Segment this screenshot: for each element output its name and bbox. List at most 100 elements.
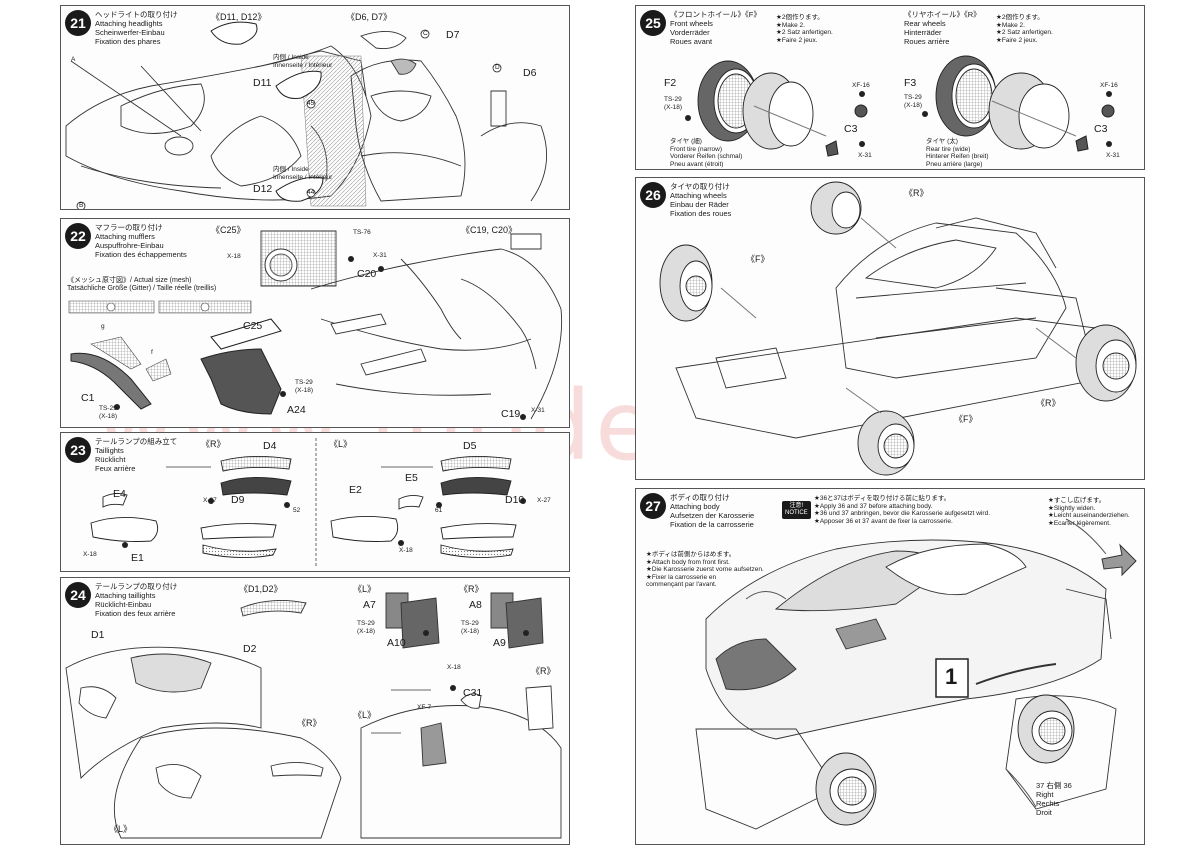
part-c3-front: C3 (844, 123, 858, 135)
paint-x27-l: X-27 (537, 497, 551, 504)
part-e5: E5 (405, 472, 418, 484)
taillight-install-drawing (61, 578, 570, 845)
paint-x31-rear: X-31 (1106, 152, 1120, 159)
side-label-l: 《L》 (329, 439, 353, 449)
part-d1: D1 (91, 629, 105, 641)
taillight-assembly-drawing (61, 433, 526, 572)
decal-61: 61 (435, 507, 443, 514)
part-d12: D12 (253, 183, 273, 195)
paint-x18-l: X-18 (399, 547, 413, 554)
step-title: ボディの取り付け Attaching body Aufsetzen der Ka… (670, 493, 755, 529)
step-number: 23 (65, 437, 91, 463)
headlight-assembly-drawing (61, 6, 570, 209)
chassis-wheels-drawing (636, 178, 1145, 480)
step-number: 21 (65, 10, 91, 36)
callout-b: B (79, 202, 84, 209)
parts-label-d1-d2: 《D1,D2》 (239, 584, 283, 594)
rear-wheels-title: 《リヤホイール》《R》 Rear wheels Hinterräder Roue… (904, 10, 981, 46)
part-c1: C1 (81, 392, 95, 404)
parts-label-d6-d7: 《D6, D7》 (346, 12, 393, 22)
step-title: テールランプの組み立て Taillights Rücklicht Feux ar… (95, 437, 178, 473)
paint-ts29-l: TS-29 (X-18) (357, 620, 376, 635)
body-attach-drawing (636, 489, 1145, 845)
step-21-panel: 21 ヘッドライトの取り付け Attaching headlights Sche… (60, 5, 570, 210)
step-title: テールランプの取り付け Attaching taillights Rücklic… (95, 582, 178, 618)
front-wheels-title: 《フロントホイール》《F》 Front wheels Vorderräder R… (670, 10, 761, 46)
step-number: 25 (640, 10, 666, 36)
part-c20: C20 (357, 268, 377, 280)
side-label-r: 《R》 (201, 439, 226, 449)
part-a8: A8 (469, 599, 482, 611)
part-a24: A24 (287, 404, 306, 416)
part-d5: D5 (463, 440, 477, 452)
part-d9: D9 (231, 494, 245, 506)
paint-ts29-left: TS-29 (X-18) (99, 405, 118, 420)
paint-x31-top: X-31 (373, 252, 387, 259)
wheel-label-r-top: 《R》 (904, 188, 929, 198)
part-d2: D2 (243, 643, 257, 655)
side-label-l-top: 《L》 (353, 584, 377, 594)
paint-ts29-right: TS-29 (X-18) (295, 379, 314, 394)
paint-x18: X-18 (227, 253, 241, 260)
step-number: 22 (65, 223, 91, 249)
part-e4: E4 (113, 488, 126, 500)
race-number: 1 (945, 664, 958, 689)
step-27-panel: 27 ボディの取り付け Attaching body Aufsetzen der… (635, 488, 1145, 845)
step-23-panel: 23 テールランプの組み立て Taillights Rücklicht Feux… (60, 432, 570, 572)
inside-note-bottom: 内側 / Inside Innenseite / Intérieur (273, 166, 333, 181)
inside-note-top: 内側 / Inside Innenseite / Intérieur (273, 54, 333, 69)
part-d7: D7 (446, 29, 460, 41)
wheel-label-f-bottom: 《F》 (954, 414, 978, 424)
paint-ts29-rear: TS-29 (X-18) (904, 94, 923, 109)
wheels-assembly-drawing (685, 6, 1145, 170)
part-c19: C19 (501, 408, 521, 420)
step-26-panel: 26 タイヤの取り付け Attaching wheels Einbau der … (635, 177, 1145, 480)
part-f2: F2 (664, 77, 677, 89)
mesh-f: f (151, 349, 153, 356)
part-e1: E1 (131, 552, 144, 564)
paint-x27-r: X-27 (203, 497, 217, 504)
mesh-size-note: 《メッシュ原寸図》/ Actual size (mesh) Tatsächlic… (67, 277, 217, 292)
front-tire-note: タイヤ (細) Front tire (narrow) Vorderer Rei… (670, 138, 743, 168)
notice-text: ★36と37はボディを取り付ける前に貼ります。 ★Apply 36 and 37… (814, 495, 991, 525)
part-a9: A9 (493, 637, 506, 649)
step-number: 24 (65, 582, 91, 608)
parts-label-d11-d12: 《D11, D12》 (211, 12, 267, 22)
part-e2: E2 (349, 484, 362, 496)
part-d6: D6 (523, 67, 537, 79)
mesh-g: g (101, 323, 105, 330)
part-a7: A7 (363, 599, 376, 611)
step-22-panel: 22 マフラーの取り付け Attaching mufflers Auspuffr… (60, 218, 570, 428)
side-label-r-low: 《R》 (297, 718, 322, 728)
step-number: 27 (640, 493, 666, 519)
part-c3-rear: C3 (1094, 123, 1108, 135)
part-d11: D11 (253, 77, 272, 89)
step-title: タイヤの取り付け Attaching wheels Einbau der Räd… (670, 182, 732, 218)
callout-d: D (495, 64, 500, 71)
rear-make2-note: ★2個作ります。 ★Make 2. ★2 Satz anfertigen. ★F… (996, 14, 1053, 44)
parts-label-c25: 《C25》 (211, 225, 246, 235)
notice-badge: 注意! NOTICE (782, 501, 811, 519)
callout-a: A (71, 56, 76, 63)
side-label-r-mid: 《R》 (531, 666, 556, 676)
paint-x18-r: X-18 (83, 551, 97, 558)
callout-c: C (423, 30, 428, 37)
widen-note: ★すこし広げます。 ★Slightly widen. ★Leicht ausei… (1048, 497, 1130, 527)
decal-44: 44 (307, 189, 315, 196)
part-f3: F3 (904, 77, 917, 89)
parts-label-c19-c20: 《C19, C20》 (461, 225, 518, 235)
paint-ts29-r: TS-29 (X-18) (461, 620, 480, 635)
step-title: ヘッドライトの取り付け Attaching headlights Scheinw… (95, 10, 178, 46)
step-title: マフラーの取り付け Attaching mufflers Auspuffrohr… (95, 223, 187, 259)
paint-x31-front: X-31 (858, 152, 872, 159)
paint-x31-bottom: X-31 (531, 407, 545, 414)
step-24-panel: 24 テールランプの取り付け Attaching taillights Rück… (60, 577, 570, 845)
paint-xf7: XF-7 (417, 704, 432, 711)
part-d10: D10 (505, 494, 525, 506)
part-a10: A10 (387, 637, 406, 649)
paint-ts76: TS-76 (353, 229, 371, 236)
wheel-label-r-right: 《R》 (1036, 398, 1061, 408)
side-label-l-low: 《L》 (109, 824, 133, 834)
wheel-label-f-left: 《F》 (746, 254, 770, 264)
decal-52: 52 (293, 507, 301, 514)
